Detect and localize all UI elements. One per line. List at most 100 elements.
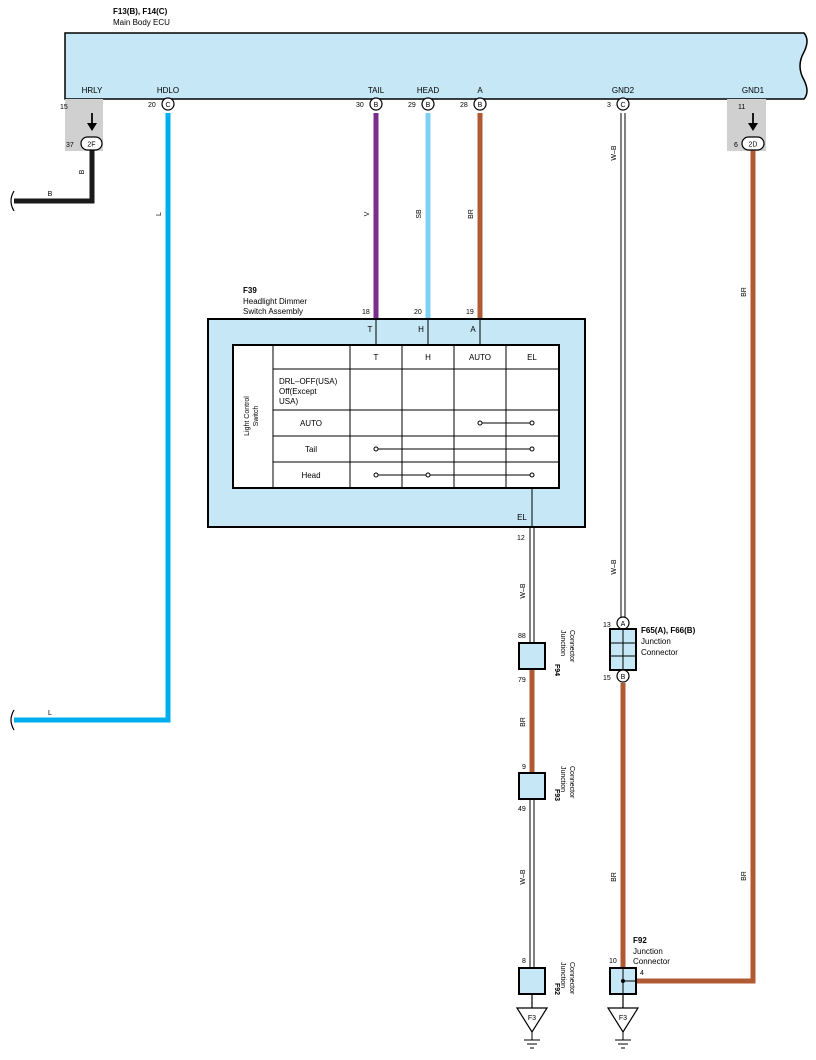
connector-id: C: [165, 102, 170, 109]
wire-label: W–B: [611, 559, 618, 575]
switch-side-label: Switch: [253, 406, 260, 427]
terminal-label: EL: [517, 513, 527, 522]
pin-number: 4: [640, 970, 644, 977]
switch-side-label: Light Control: [244, 396, 251, 436]
wire-b-black: [14, 150, 95, 204]
connector-id: C: [620, 102, 625, 109]
pin-number: 15: [603, 675, 611, 682]
connector-circle: [421, 97, 435, 111]
column-header: T: [374, 353, 379, 362]
connector-circle: [616, 669, 630, 683]
connector-name: Connector: [641, 648, 678, 657]
ground-ref: F3: [528, 1015, 536, 1022]
pin-number: 28: [460, 102, 468, 109]
switch-ref: F39: [243, 286, 257, 295]
connector-name: Connector: [633, 957, 670, 966]
wire-label: BR: [741, 871, 748, 881]
pin-number: 18: [362, 309, 370, 316]
connector-circle: [161, 97, 175, 111]
connector-ref: F92: [633, 936, 647, 945]
row-label: DRL–OFF(USA): [279, 377, 338, 386]
junction-oval-2f: [80, 136, 103, 151]
wire-l-blue: [14, 113, 171, 723]
column-header: H: [425, 353, 431, 362]
terminal-head-label: HEAD: [417, 86, 439, 95]
arrow-down-icon: [87, 123, 97, 131]
pin-number: 8: [522, 958, 526, 965]
switch-table: [232, 344, 560, 489]
pin-number: 3: [607, 102, 611, 109]
connector-name: Junction: [641, 637, 671, 646]
wire-label: W–B: [520, 869, 527, 885]
pin-number: 11: [738, 104, 745, 111]
junction-id: 2F: [87, 142, 95, 149]
column-header: EL: [527, 353, 537, 362]
ground-icon: [515, 1007, 549, 1034]
wire-label: W–B: [520, 583, 527, 599]
ground-ref: F3: [619, 1015, 627, 1022]
terminal-gnd1-label: GND1: [742, 86, 765, 95]
continuity-dot: [373, 446, 379, 452]
junction-oval-2d: [741, 136, 765, 151]
connector-name: Junction: [559, 630, 566, 656]
pin-number: 6: [734, 142, 738, 149]
pin-number: 37: [66, 142, 74, 149]
wire-break: [10, 190, 15, 212]
junction-id: 2D: [749, 142, 758, 149]
junction-connector-f92: [518, 967, 546, 995]
row-label: USA): [279, 397, 298, 406]
wire-label: V: [364, 211, 371, 216]
wire-label: SB: [416, 209, 423, 219]
wire-label: W–B: [611, 145, 618, 161]
wire-label: BR: [741, 287, 748, 297]
wire-label: BR: [611, 872, 618, 882]
wire-label: BR: [468, 209, 475, 219]
junction-connector-f93: [518, 772, 546, 800]
connector-id: B: [478, 102, 483, 109]
arrow-down-icon: [748, 123, 758, 131]
pin-number: 12: [517, 535, 525, 542]
connector-circle: [369, 97, 383, 111]
pin-number: 30: [356, 102, 364, 109]
wire-label: L: [156, 212, 163, 216]
row-label: AUTO: [300, 419, 322, 428]
pin-number: 20: [148, 102, 156, 109]
ecu-ref: F13(B), F14(C): [113, 7, 168, 16]
connector-name: Junction: [559, 766, 566, 792]
connector-name: Connector: [568, 630, 575, 663]
connector-name: Junction: [633, 947, 663, 956]
wire-br-gnd1: [637, 150, 756, 984]
connector-ref: F92: [553, 983, 560, 995]
connector-circle: [616, 97, 630, 111]
continuity-dot: [373, 472, 379, 478]
switch-name: Switch Assembly: [243, 307, 303, 316]
terminal-hrly-label: HRLY: [82, 86, 103, 95]
pin-number: 15: [60, 104, 68, 111]
wire-label: L: [48, 710, 52, 717]
connector-id: B: [374, 102, 379, 109]
pin-number: 29: [408, 102, 416, 109]
connector-id: A: [621, 621, 626, 628]
terminal-tail-label: TAIL: [368, 86, 385, 95]
continuity-dot: [425, 472, 431, 478]
pin-number: 88: [518, 633, 526, 640]
switch-name: Headlight Dimmer: [243, 297, 307, 306]
terminal-label: A: [470, 325, 476, 334]
row-label: Off(Except: [279, 387, 317, 396]
main-body-ecu-box: [64, 32, 808, 100]
continuity-dot: [529, 472, 535, 478]
continuity-dot: [529, 420, 535, 426]
connector-ref: F65(A), F66(B): [641, 626, 696, 635]
terminal-label: T: [368, 325, 373, 334]
ground-icon: [606, 1007, 640, 1034]
connector-circle: [473, 97, 487, 111]
connector-name: Connector: [568, 766, 575, 799]
continuity-dot: [529, 446, 535, 452]
wire-break: [10, 709, 15, 731]
connector-ref: F94: [553, 664, 560, 676]
ecu-name: Main Body ECU: [113, 18, 170, 27]
pin-number: 10: [609, 958, 617, 965]
junction-connector-f94: [518, 642, 546, 670]
pin-number: 20: [414, 309, 422, 316]
connector-id: B: [621, 674, 626, 681]
